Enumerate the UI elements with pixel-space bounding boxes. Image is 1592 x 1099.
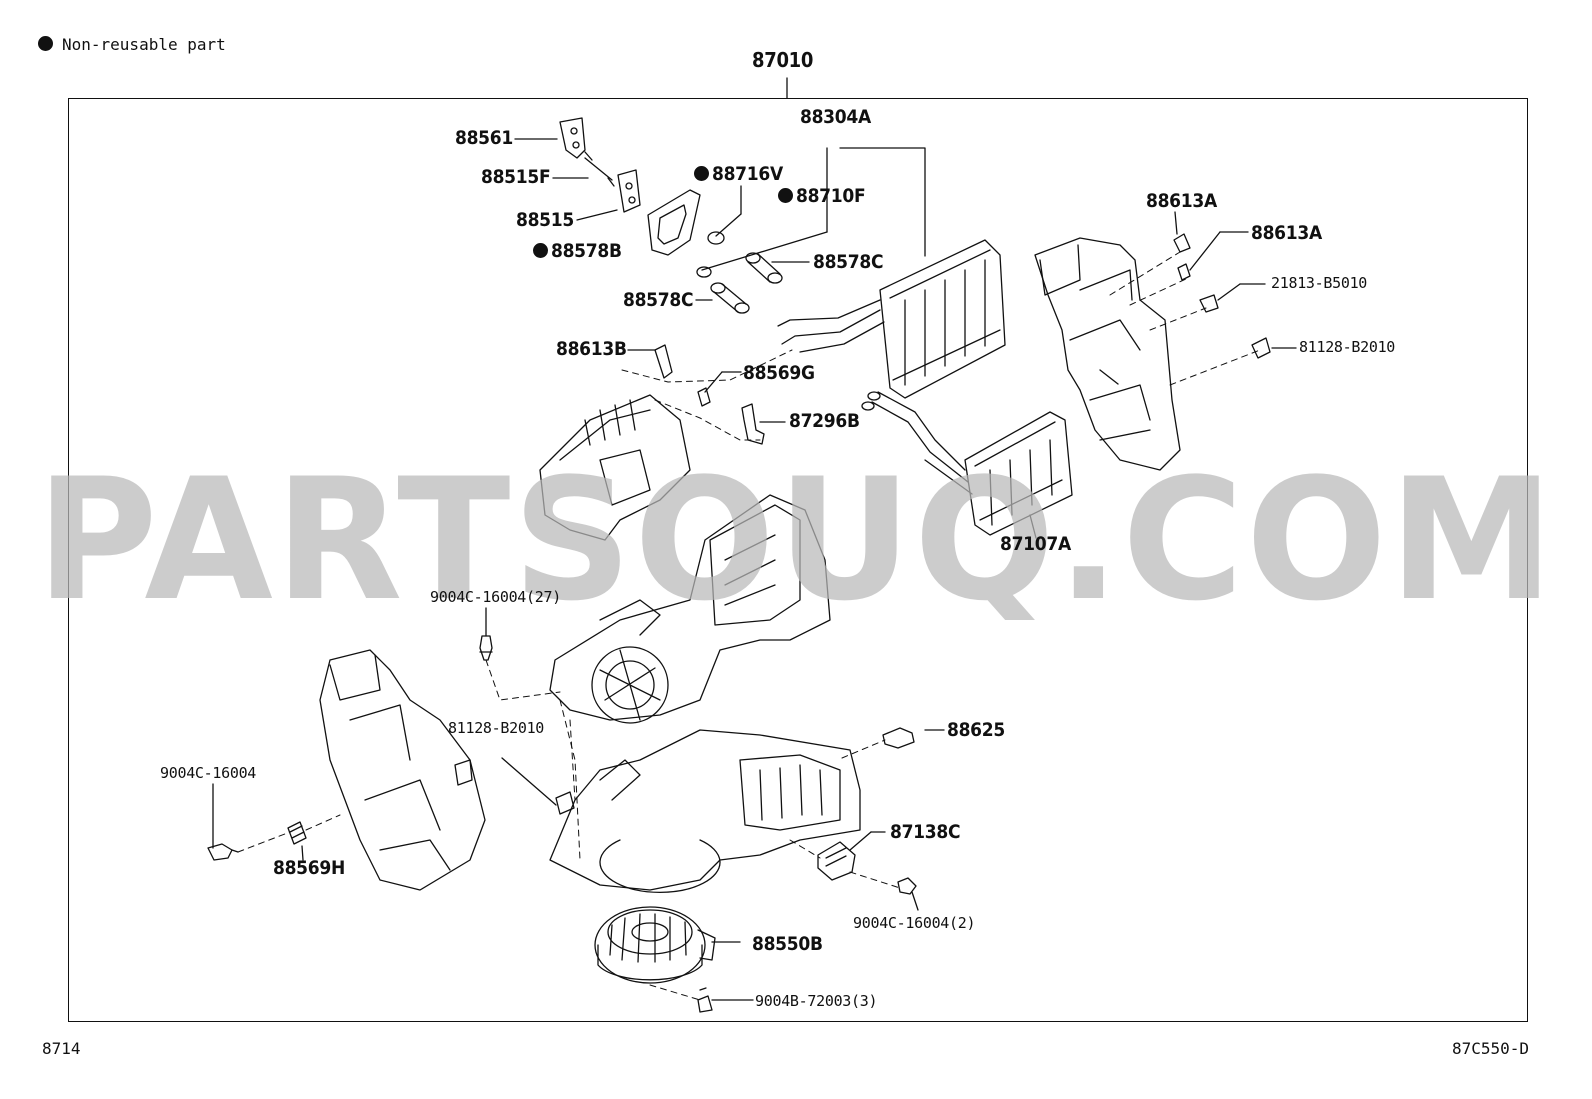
part-88613A-upper[interactable]: 88613A <box>1146 190 1217 212</box>
non-reusable-bullet-icon <box>694 166 709 181</box>
evaporator <box>777 239 1006 399</box>
part-21813-B5010[interactable]: 21813-B5010 <box>1271 274 1368 292</box>
clip-21813 <box>1199 294 1219 313</box>
clip-88569G <box>697 387 711 407</box>
part-9004B-72003-3[interactable]: 9004B-72003(3) <box>755 992 878 1010</box>
screw-9004C-2 <box>897 877 917 895</box>
part-88578B[interactable]: 88578B <box>533 242 622 261</box>
part-88569G[interactable]: 88569G <box>743 362 815 384</box>
assembly-frame <box>68 98 1528 1022</box>
footer-left-code: 8714 <box>42 1039 81 1058</box>
part-88625[interactable]: 88625 <box>947 719 1005 741</box>
sensor-87296B <box>741 403 765 445</box>
clip-81128-upper <box>1251 337 1271 359</box>
lower-case <box>549 729 861 893</box>
clip-88569H <box>287 821 307 845</box>
part-88569H[interactable]: 88569H <box>273 857 345 879</box>
part-87107A[interactable]: 87107A <box>1000 533 1071 555</box>
non-reusable-bullet-icon <box>38 36 53 51</box>
blower-resistor <box>817 841 856 881</box>
part-87138C[interactable]: 87138C <box>890 821 961 843</box>
legend: Non-reusable part <box>38 36 226 53</box>
part-88613B[interactable]: 88613B <box>556 338 627 360</box>
assembly-part-number[interactable]: 87010 <box>752 48 814 72</box>
side-duct-right <box>1034 237 1181 471</box>
part-88515F[interactable]: 88515F <box>481 166 551 188</box>
part-9004C-16004-27[interactable]: 9004C-16004(27) <box>430 588 561 606</box>
expansion-valve-bracket <box>559 117 586 159</box>
gasket-88578B <box>647 189 701 256</box>
part-88578C-right[interactable]: 88578C <box>813 251 884 273</box>
clip-88613A <box>1173 233 1191 281</box>
side-duct-left <box>319 649 486 891</box>
expansion-valve <box>617 169 641 213</box>
part-87296B[interactable]: 87296B <box>789 410 860 432</box>
heater-core <box>861 391 1073 536</box>
screw-9004C-27 <box>479 635 493 661</box>
part-88550B[interactable]: 88550B <box>752 933 823 955</box>
screw-9004B <box>697 987 713 1013</box>
clip-88625 <box>882 727 915 749</box>
footer-right-code: 87C550-D <box>1452 1039 1530 1058</box>
blower-motor <box>594 906 716 984</box>
upper-case-left <box>539 344 691 541</box>
clip-81128-lower <box>555 791 575 815</box>
part-9004C-16004[interactable]: 9004C-16004 <box>160 764 257 782</box>
non-reusable-bullet-icon <box>533 243 548 258</box>
part-88304A[interactable]: 88304A <box>800 106 871 128</box>
part-88561[interactable]: 88561 <box>455 127 513 149</box>
part-88710F[interactable]: 88710F <box>778 187 866 206</box>
part-81128-B2010-upper[interactable]: 81128-B2010 <box>1299 338 1396 356</box>
part-88716V[interactable]: 88716V <box>694 165 783 184</box>
non-reusable-bullet-icon <box>778 188 793 203</box>
legend-label: Non-reusable part <box>62 35 226 54</box>
part-9004C-16004-2[interactable]: 9004C-16004(2) <box>853 914 976 932</box>
part-88515[interactable]: 88515 <box>516 209 574 231</box>
part-81128-B2010-lower[interactable]: 81128-B2010 <box>448 719 545 737</box>
part-88613A-lower[interactable]: 88613A <box>1251 222 1322 244</box>
part-88578C-left[interactable]: 88578C <box>623 289 694 311</box>
screw-9004C-left <box>207 843 239 861</box>
main-case <box>549 494 831 724</box>
